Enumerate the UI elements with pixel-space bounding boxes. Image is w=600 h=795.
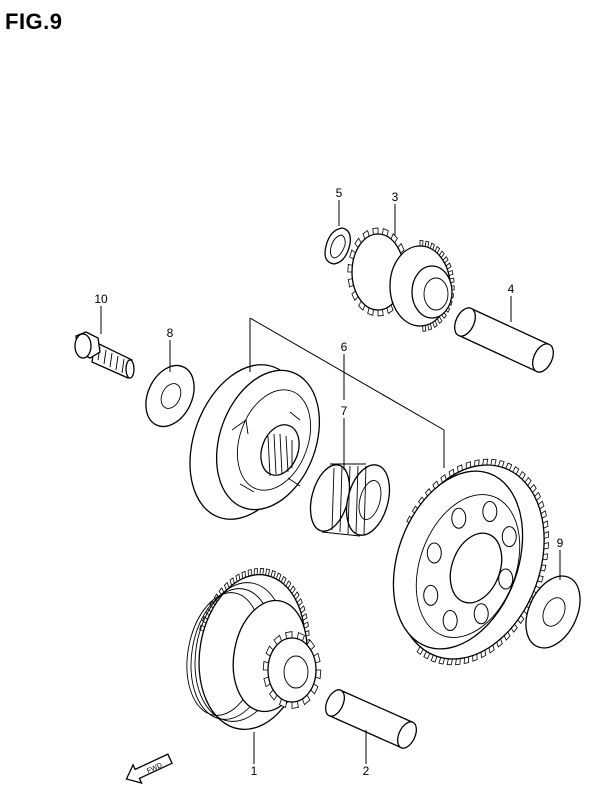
callout-7: 7 <box>341 404 348 418</box>
gear-hole <box>423 584 439 606</box>
callout-6: 6 <box>341 340 348 354</box>
callout-9: 9 <box>557 536 564 550</box>
part-1-starter-gear <box>186 568 322 730</box>
part-5-circlip <box>324 227 351 265</box>
part-9-washer <box>525 575 581 649</box>
callout-8: 8 <box>167 326 174 340</box>
callout-2: 2 <box>363 764 370 778</box>
gear-hole <box>501 526 517 548</box>
part-8-washer <box>145 364 195 428</box>
gear-hole <box>473 603 489 625</box>
large-driven-gear <box>392 458 549 666</box>
part-10-bolt <box>74 331 135 379</box>
part-7-needle-bearing <box>309 463 391 537</box>
gear-hole <box>442 610 458 632</box>
leader-lines <box>100 200 561 764</box>
part-6-clutch-housing <box>189 364 321 520</box>
gear-hole <box>498 568 514 590</box>
callout-10: 10 <box>94 292 108 306</box>
fwd-arrow-icon: FWD <box>125 753 173 784</box>
part-4-shaft <box>454 307 554 373</box>
gear-tooth <box>446 658 453 666</box>
gear-tooth <box>259 568 265 576</box>
figure-title: FIG.9 <box>5 9 63 34</box>
gear-hole <box>482 500 498 522</box>
part-3-gear <box>347 227 455 332</box>
gear-tooth <box>419 239 424 247</box>
callout-3: 3 <box>392 190 399 204</box>
gear-tooth <box>482 458 489 466</box>
part-2-shaft <box>324 689 418 749</box>
gear-hole <box>451 507 467 529</box>
callout-4: 4 <box>508 282 515 296</box>
callout-5: 5 <box>336 186 343 200</box>
gear-hole <box>426 542 442 564</box>
callout-1: 1 <box>251 764 258 778</box>
